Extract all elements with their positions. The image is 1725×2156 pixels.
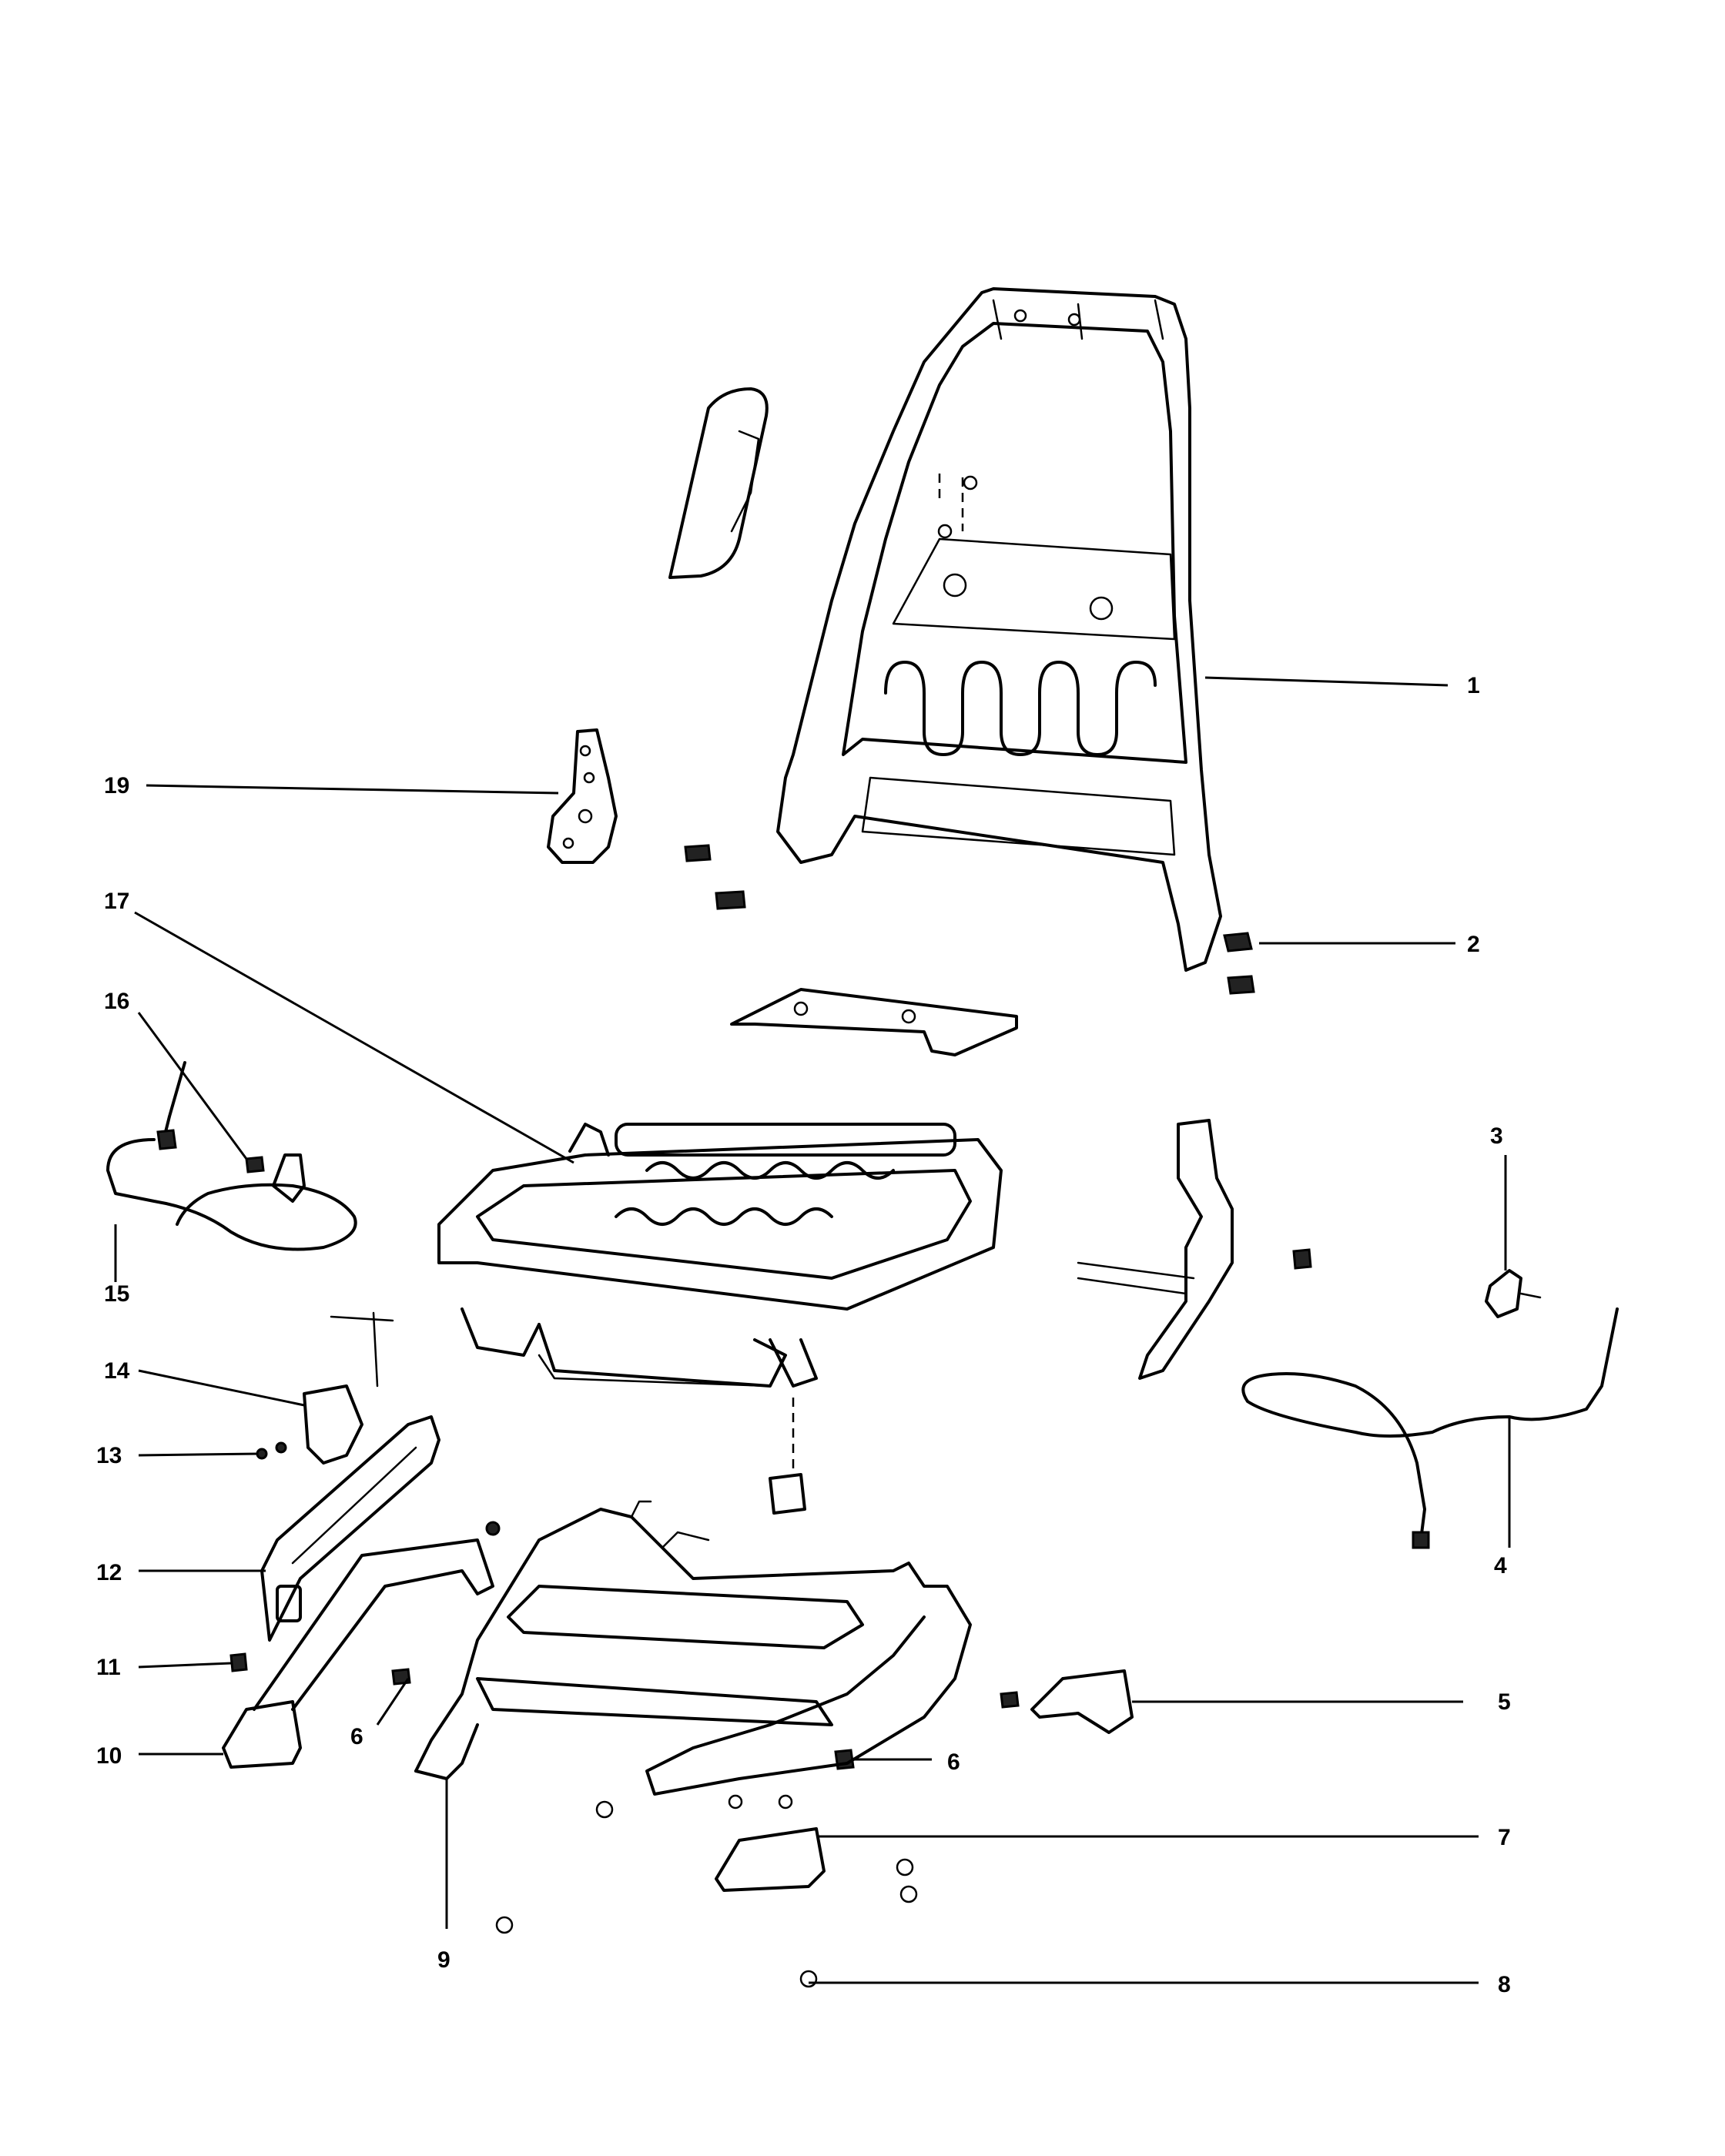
track-cover-part-10	[222, 1538, 494, 1769]
callout-5: 5	[1498, 1689, 1511, 1715]
recliner-handle-assembly	[1077, 1119, 1312, 1380]
callout-9: 9	[437, 1947, 451, 1973]
leader-lines	[114, 676, 1511, 1984]
callout-15: 15	[104, 1281, 129, 1307]
callout-8: 8	[1498, 1972, 1511, 1997]
cover-part-5	[1000, 1669, 1134, 1734]
actuator-block	[769, 1398, 806, 1515]
cable-part-15	[106, 1061, 357, 1251]
bolts-part-2	[684, 844, 1255, 995]
push-nuts-part-8	[495, 1794, 918, 1988]
bolts-part-6	[391, 1521, 855, 1770]
callout-11: 11	[96, 1655, 121, 1680]
knob-part-3	[1485, 1269, 1542, 1318]
front-cover-part-7	[715, 1827, 826, 1892]
callout-14: 14	[104, 1358, 130, 1384]
callout-4: 4	[1494, 1553, 1507, 1578]
callout-7: 7	[1498, 1825, 1511, 1850]
callout-17: 17	[104, 889, 129, 914]
seat-cushion-frame	[437, 1123, 1003, 1388]
callout-13: 13	[96, 1443, 122, 1468]
callout-6b: 6	[947, 1749, 960, 1775]
callout-19: 19	[104, 773, 129, 798]
cable-part-4	[1241, 1307, 1619, 1549]
clip-part-16	[245, 1153, 306, 1203]
mounting-plate	[730, 988, 1018, 1056]
callout-10: 10	[96, 1743, 122, 1769]
recliner-bracket-part-19	[547, 728, 618, 864]
callout-12: 12	[96, 1560, 122, 1585]
callout-3: 3	[1490, 1123, 1503, 1149]
screw-part-11	[229, 1652, 248, 1672]
callout-16: 16	[104, 989, 129, 1014]
bracket-part-14	[303, 1311, 394, 1465]
seat-adjuster-part-9	[414, 1500, 972, 1796]
callout-6a: 6	[350, 1724, 363, 1749]
callout-labels: 1 2 3 4 5 6 6 7 8 9 10 11 12 13 14 15 16…	[96, 673, 1511, 1997]
callout-2: 2	[1467, 932, 1480, 957]
callout-1: 1	[1467, 673, 1480, 698]
side-trim-pad	[668, 387, 769, 579]
seat-back-frame	[776, 287, 1222, 972]
side-shield-part-12	[260, 1415, 440, 1642]
nuts-part-13	[256, 1441, 287, 1460]
